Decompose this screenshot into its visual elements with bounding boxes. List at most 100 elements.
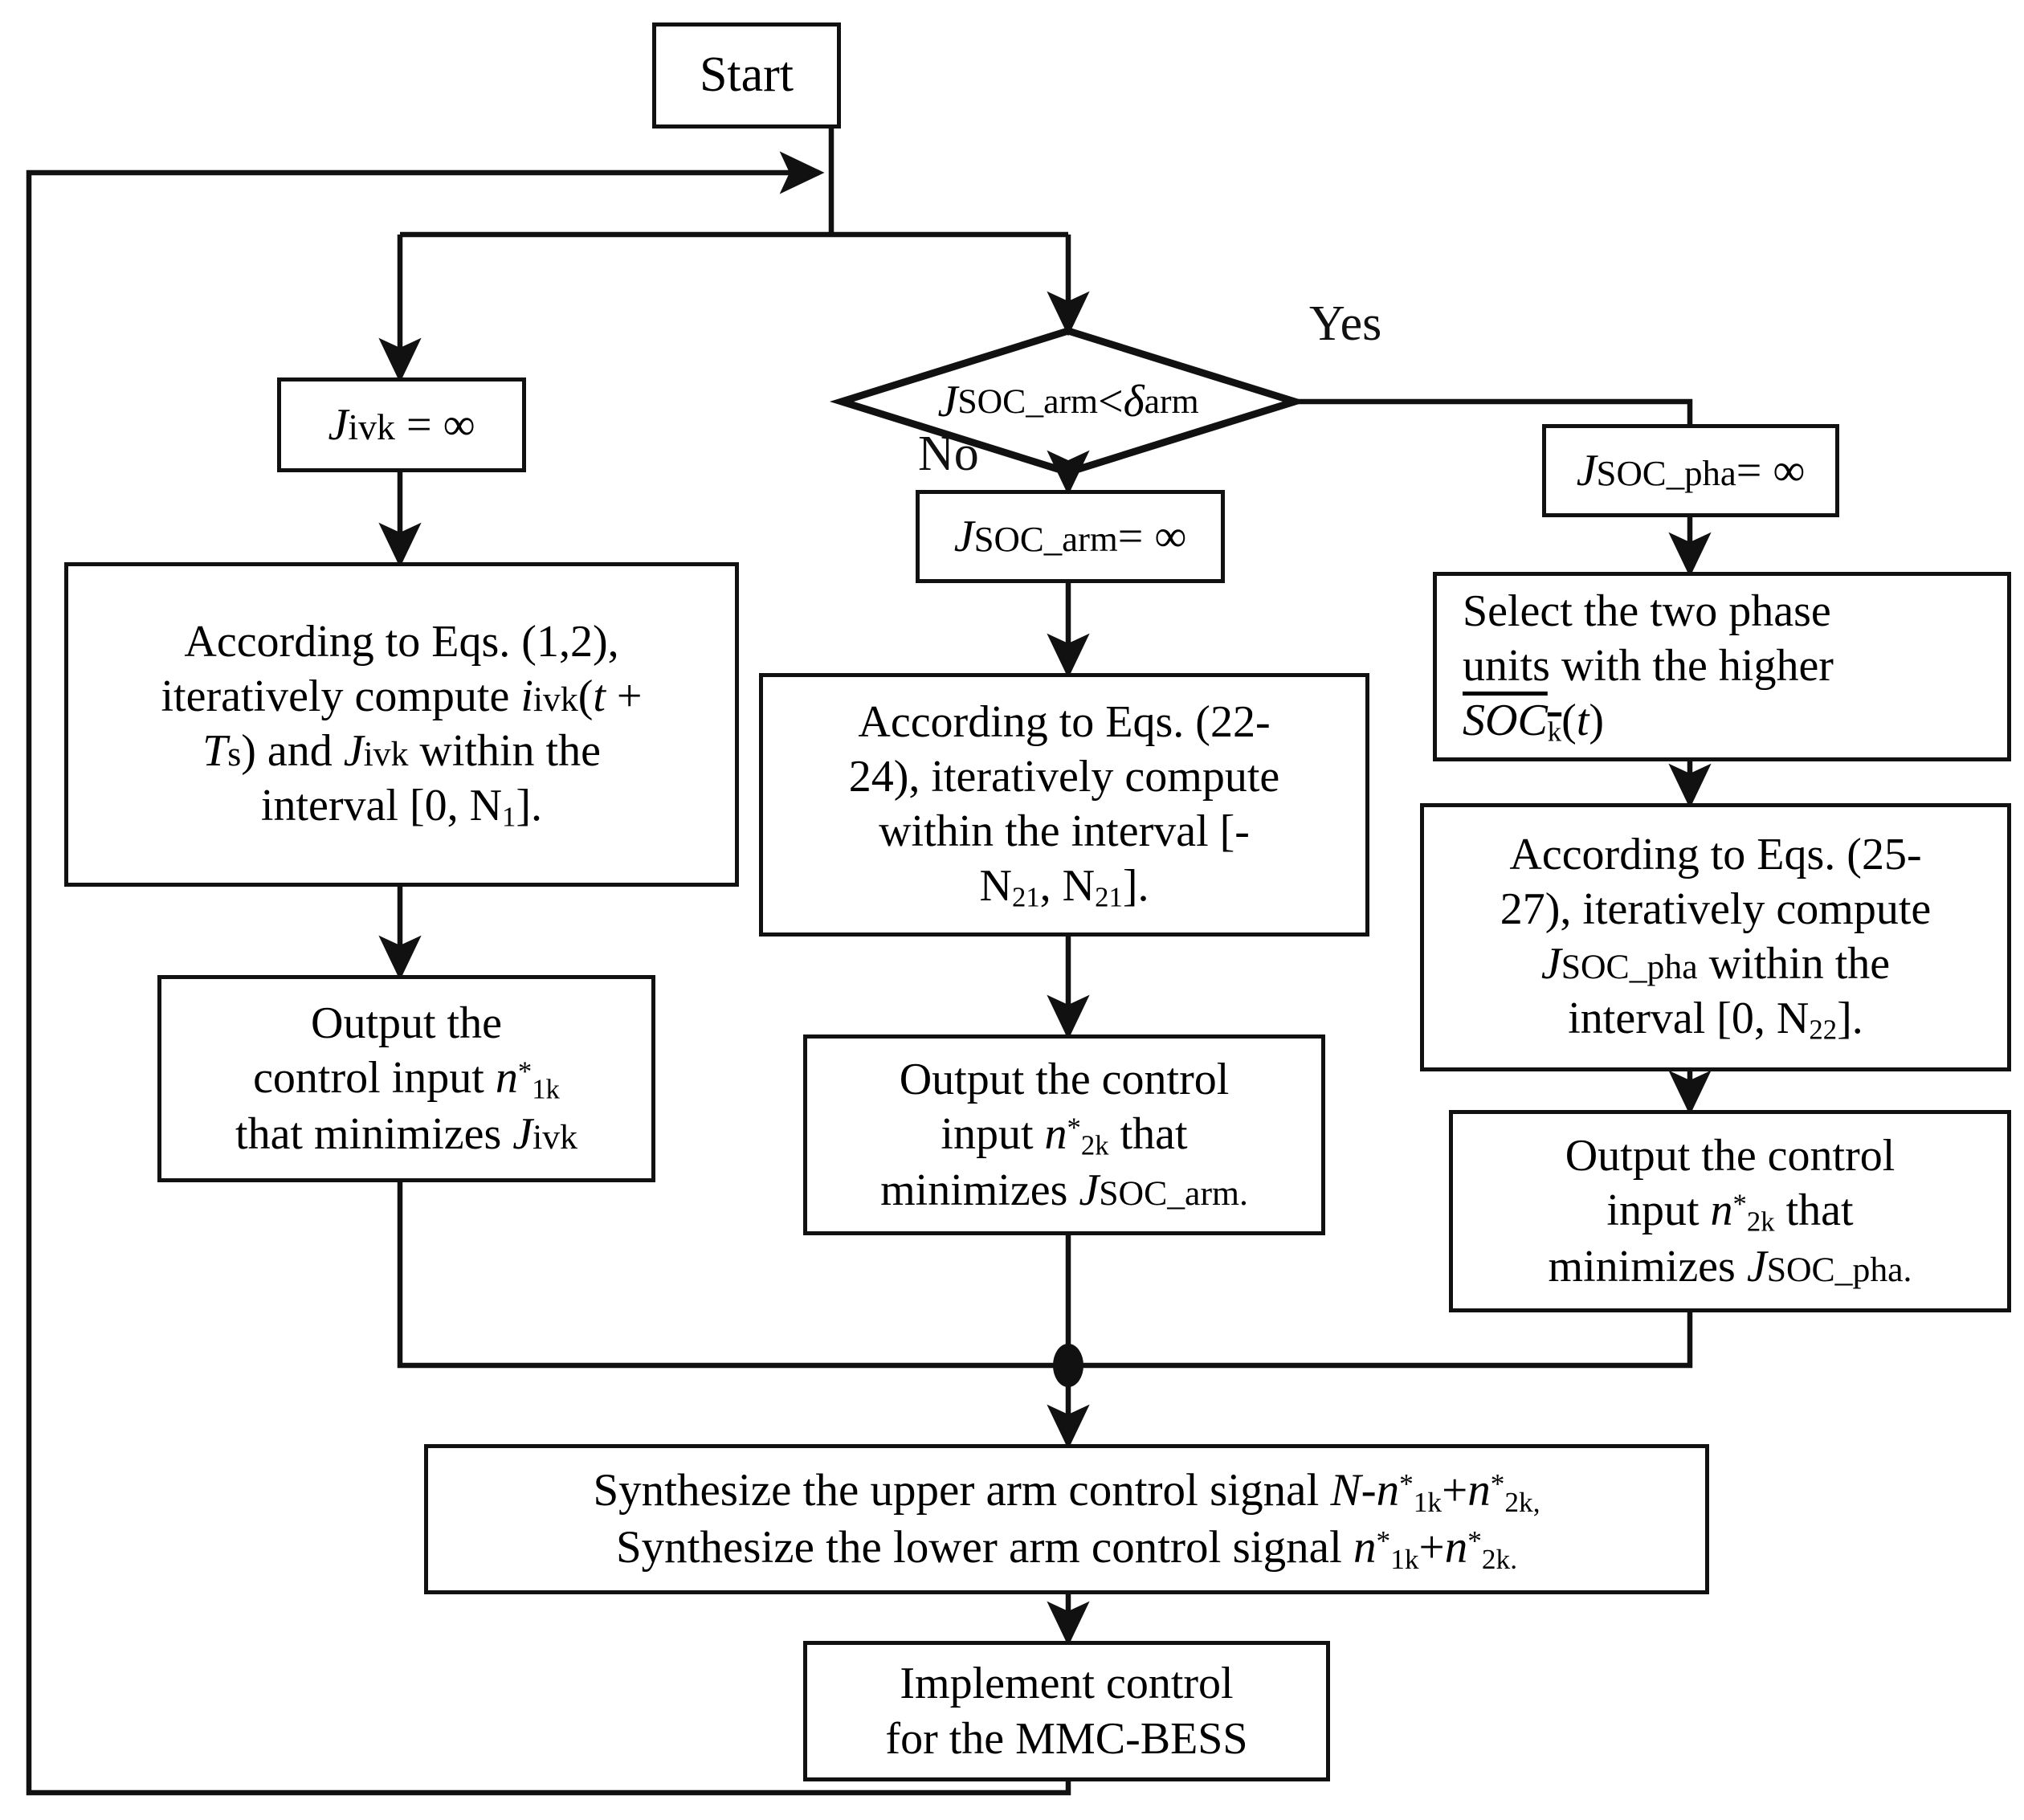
mo-that: that: [1108, 1109, 1188, 1160]
jivk-eq: = ∞: [395, 399, 475, 450]
node-right-compute-label: According to Eqs. (25- 27), iteratively …: [1432, 827, 1999, 1048]
node-mid-init-label: JSOC_arm= ∞: [928, 509, 1213, 564]
decision-diamond-outline: [829, 327, 1308, 476]
imp-line1: Implement control: [900, 1659, 1234, 1709]
rc-line1: According to Eqs. (25-: [1509, 829, 1922, 879]
lo-Jsub: ivk: [533, 1117, 577, 1157]
rs-socbar: SOCk: [1463, 696, 1562, 748]
node-right-init-label: JSOC_pha= ∞: [1554, 443, 1827, 498]
node-left-output[interactable]: Output the control input n*1k that minim…: [157, 975, 655, 1182]
lc-close: ].: [516, 781, 543, 831]
decision-operator: <: [1098, 377, 1124, 426]
ro-2k: 2k: [1746, 1206, 1775, 1238]
node-synthesize-label: Synthesize the upper arm control signal …: [436, 1463, 1697, 1577]
node-implement-label: Implement control for the MMC-BESS: [815, 1656, 1318, 1766]
mo-input: input: [941, 1109, 1045, 1160]
lo-line1: Output the: [311, 998, 502, 1048]
decision-j: J: [937, 377, 958, 426]
node-mid-init[interactable]: JSOC_arm= ∞: [916, 490, 1225, 583]
lc-N1: 1: [502, 802, 516, 834]
node-implement[interactable]: Implement control for the MMC-BESS: [803, 1641, 1330, 1781]
lo-n: n: [495, 1053, 518, 1104]
mo-n: n: [1044, 1109, 1067, 1160]
rc-interval: interval [0, N: [1568, 994, 1810, 1044]
syn-n2: n: [1467, 1464, 1491, 1516]
node-synthesize[interactable]: Synthesize the upper arm control signal …: [424, 1444, 1709, 1594]
lo-J: J: [512, 1108, 533, 1159]
node-right-compute[interactable]: According to Eqs. (25- 27), iteratively …: [1420, 803, 2011, 1071]
rs-line1: Select the two phase: [1463, 586, 1831, 636]
wire-feedback-loop: [26, 151, 1071, 1796]
mc-line3: within the interval [-: [879, 806, 1250, 857]
decision-sub-socarm: SOC_arm: [957, 382, 1099, 421]
node-left-init[interactable]: Jivk = ∞: [277, 377, 526, 472]
rs-t: t: [1576, 696, 1589, 746]
rc-J: J: [1540, 939, 1561, 990]
syn-star1: *: [1399, 1467, 1414, 1500]
rc-line2: 27), iteratively compute: [1500, 883, 1932, 934]
lc-and: ) and: [241, 726, 344, 777]
jsocarm-eq: = ∞: [1117, 511, 1187, 561]
node-mid-compute[interactable]: According to Eqs. (22- 24), iteratively …: [759, 673, 1369, 937]
rc-close: ].: [1837, 994, 1863, 1044]
mc-line2: 24), iteratively compute: [848, 751, 1280, 802]
lo-star: *: [517, 1055, 533, 1088]
decision-sub-arm: arm: [1144, 382, 1199, 421]
mo-line1: Output the control: [899, 1054, 1230, 1104]
lc-s: s: [227, 735, 242, 774]
mc-close: ].: [1122, 861, 1149, 912]
lc-T: T: [202, 726, 228, 777]
mc-N: N: [979, 861, 1012, 912]
jsocpha-sub: SOC_pha: [1596, 452, 1736, 493]
syn-minus: -: [1361, 1464, 1377, 1516]
jsocpha-eq: = ∞: [1736, 445, 1806, 496]
node-mid-compute-label: According to Eqs. (22- 24), iteratively …: [771, 695, 1357, 916]
label-no: No: [918, 426, 979, 481]
ro-min: minimizes: [1548, 1241, 1747, 1292]
rs-line2: units with the higher: [1463, 641, 1834, 692]
rs-paren-close: ): [1589, 696, 1605, 746]
node-right-init[interactable]: JSOC_pha= ∞: [1542, 424, 1839, 517]
node-mid-output[interactable]: Output the control input n*2k that minim…: [803, 1034, 1325, 1235]
mc-comma: , N: [1039, 861, 1096, 912]
syn-plus2: +: [1418, 1521, 1445, 1573]
mo-Jsub: SOC_arm.: [1099, 1173, 1248, 1213]
lc-interval: interval [0, N: [260, 781, 503, 831]
mc-21a: 21: [1011, 882, 1040, 914]
lo-min: that minimizes: [235, 1108, 513, 1159]
syn-1a: Synthesize the upper arm control signal: [593, 1464, 1331, 1516]
node-right-select[interactable]: Select the two phase units with the high…: [1433, 572, 2011, 761]
lc-within: within the: [408, 726, 601, 777]
node-right-output-label: Output the control input n*2k that minim…: [1461, 1128, 1999, 1295]
node-right-output[interactable]: Output the control input n*2k that minim…: [1449, 1110, 2011, 1312]
ro-input: input: [1606, 1185, 1711, 1236]
lc-paren: (: [577, 671, 594, 721]
syn-n1: n: [1376, 1464, 1400, 1516]
jivk-j: J: [328, 399, 349, 450]
ro-line1: Output the control: [1565, 1130, 1895, 1181]
jsocarm-sub: SOC_arm: [973, 518, 1118, 559]
lc-J: J: [343, 726, 364, 777]
lo-1k: 1k: [532, 1073, 560, 1105]
ro-that: that: [1774, 1185, 1854, 1236]
jsocpha-j: J: [1576, 445, 1597, 496]
lc-i: i: [520, 671, 533, 721]
mc-21b: 21: [1095, 882, 1123, 914]
syn-plus1: +: [1442, 1464, 1468, 1516]
lc-plus: +: [605, 671, 643, 721]
ro-n: n: [1710, 1185, 1733, 1236]
imp-line2: for the MMC-BESS: [885, 1713, 1248, 1764]
syn-2k2: 2k.: [1481, 1543, 1518, 1575]
node-start[interactable]: Start: [652, 22, 841, 129]
node-left-compute[interactable]: According to Eqs. (1,2), iteratively com…: [64, 562, 739, 887]
wire-right-output-to-merge: [1068, 1312, 1693, 1369]
lc-line1: According to Eqs. (1,2),: [184, 616, 619, 667]
lo-ctrl: control input: [253, 1053, 496, 1104]
mo-min: minimizes: [880, 1165, 1079, 1215]
rs-k: k: [1547, 716, 1562, 748]
syn-1k: 1k: [1413, 1486, 1443, 1518]
